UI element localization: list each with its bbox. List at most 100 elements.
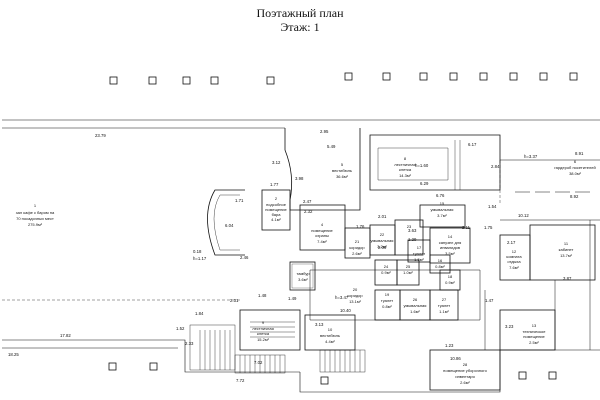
- room-name: вестибюль: [320, 333, 340, 338]
- dim-label: 1.29: [408, 237, 417, 242]
- room-area: 3.2м²: [377, 244, 387, 249]
- room-number: 18: [448, 274, 453, 279]
- room-number: 11: [564, 241, 569, 246]
- room-area: 13.1м²: [349, 299, 362, 304]
- room-number: 12: [512, 249, 517, 254]
- stair-left: [189, 324, 236, 371]
- room-name: помещение: [311, 228, 333, 233]
- room-9-wall: [239, 309, 301, 351]
- room-area: 4.4м²: [325, 339, 335, 344]
- column: [266, 76, 275, 85]
- column: [148, 76, 157, 85]
- room-area: 275.9м²: [28, 222, 43, 227]
- outer-wall: [2, 339, 300, 373]
- bay-window-inner: [213, 194, 240, 251]
- room-number: 20: [353, 287, 358, 292]
- bay-window: [207, 189, 245, 256]
- column: [149, 362, 158, 371]
- room-number: 21: [355, 239, 360, 244]
- room-name: умывальная: [371, 238, 394, 243]
- dim-label: 1.48: [258, 293, 267, 298]
- dim-label: 3.98: [295, 176, 304, 181]
- room-name: туалет: [438, 303, 450, 308]
- dim-label: 3.87: [563, 276, 572, 281]
- dim-label: 2.11: [462, 225, 471, 230]
- room-area: 1.1м²: [439, 309, 449, 314]
- dim-label: 1.71: [235, 198, 244, 203]
- page-title: Поэтажный план: [256, 6, 344, 20]
- column: [569, 72, 578, 81]
- dim-label: 1.54: [488, 204, 497, 209]
- room-number: 24: [384, 264, 389, 269]
- dim-label: 2.09: [378, 245, 387, 250]
- room-name: клетка: [257, 331, 270, 336]
- dim-label: 1.49: [288, 296, 297, 301]
- corridor-20: [309, 269, 481, 321]
- room-area: 7.6м²: [509, 265, 519, 270]
- room-name: лестничная: [394, 162, 416, 167]
- column: [479, 72, 488, 81]
- room-area: 1.0м²: [403, 270, 413, 275]
- room-number: 22: [380, 232, 385, 237]
- column: [539, 72, 548, 81]
- dim-label: 6.29: [420, 181, 429, 186]
- room-number: 2: [275, 196, 278, 201]
- dim-label: 7.02: [254, 360, 263, 365]
- room-name: помещение: [523, 334, 545, 339]
- dim-label: 2.33: [185, 341, 194, 346]
- room-area: 1.6м²: [410, 309, 420, 314]
- room-name: туалет: [413, 251, 425, 256]
- room-area: 0.8м²: [435, 264, 445, 269]
- dim-label: 6.17: [468, 142, 477, 147]
- column: [109, 76, 118, 85]
- room-name: клетка: [399, 167, 412, 172]
- room-name: подсобное: [266, 202, 287, 207]
- room-name: гардероб посетителей: [554, 165, 595, 170]
- room-number: 26: [413, 297, 418, 302]
- column: [509, 72, 518, 81]
- dim-label: 2.47: [303, 199, 312, 204]
- dim-label: 2.46: [240, 255, 249, 260]
- room-name: техническое: [523, 329, 547, 334]
- floor-label: Этаж: 1: [280, 20, 320, 34]
- dim-label: h=3.37: [524, 154, 538, 159]
- room-name: зал кафе с баром на: [16, 210, 55, 215]
- room-area: 38.0м²: [569, 171, 582, 176]
- room-name: кабинет: [559, 247, 574, 252]
- room-18-wall: [439, 269, 461, 291]
- room-number: 8: [404, 156, 407, 161]
- room-name: лестничная: [252, 326, 274, 331]
- stair-bottom: [234, 354, 286, 374]
- room-number: 16: [438, 258, 443, 263]
- room-name: коридор: [347, 293, 363, 298]
- dim-label: 2.84: [491, 164, 500, 169]
- column: [182, 76, 191, 85]
- dim-label: 2.32: [304, 209, 313, 214]
- dim-label: 0.18: [193, 249, 202, 254]
- dim-label: 1.84: [195, 311, 204, 316]
- dim-label: 3.12: [272, 160, 281, 165]
- dim-label: h=3.47: [335, 295, 349, 300]
- column: [344, 72, 353, 81]
- room-area: 0.9м²: [381, 270, 391, 275]
- room-number: 27: [442, 297, 447, 302]
- room-name: умывальная: [431, 207, 454, 212]
- column: [419, 72, 428, 81]
- room-name: вестибюль: [332, 168, 352, 173]
- dim-label: 2.17: [507, 240, 516, 245]
- room-area: 14.3м²: [399, 173, 412, 178]
- room-number: 4: [321, 222, 324, 227]
- room-number: 28: [463, 362, 468, 367]
- room-number: 1: [34, 203, 37, 208]
- column: [518, 371, 527, 380]
- room-number: 5: [341, 162, 344, 167]
- dim-label: 7.72: [236, 378, 245, 383]
- room-11-wall: [529, 224, 596, 281]
- dim-label: 3.13: [315, 322, 324, 327]
- room-name: тамбур: [296, 271, 310, 276]
- room-area: 4.1м²: [271, 217, 281, 222]
- room-name: 70 посадочных мест: [16, 216, 54, 221]
- dim-label: 10.86: [450, 356, 461, 361]
- room-area: 13.7м²: [560, 253, 573, 258]
- room-number: 23: [407, 224, 412, 229]
